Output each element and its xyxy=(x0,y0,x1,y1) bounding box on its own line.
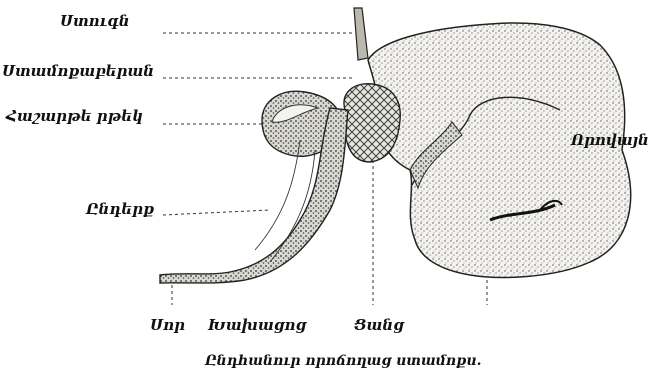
label-top-1: Ստուգն xyxy=(60,12,130,30)
esophagus-tube xyxy=(354,8,368,60)
label-top-3: Հաշարթե րթեկ xyxy=(6,107,143,125)
label-middle-left: Ընդերք xyxy=(86,200,154,218)
label-right: Որովայն xyxy=(571,131,649,149)
leader-line xyxy=(163,210,270,215)
figure-caption: Ընդհանուր որոճողաց ստամոքս. xyxy=(205,352,481,370)
label-bottom-2: Խախացոց xyxy=(208,316,306,334)
label-bottom-3: Ցանց xyxy=(354,316,404,334)
label-top-2: Ստամոքաբերան xyxy=(2,62,154,80)
label-bottom-1: Սոր xyxy=(150,316,185,334)
rumen-body xyxy=(368,23,631,277)
